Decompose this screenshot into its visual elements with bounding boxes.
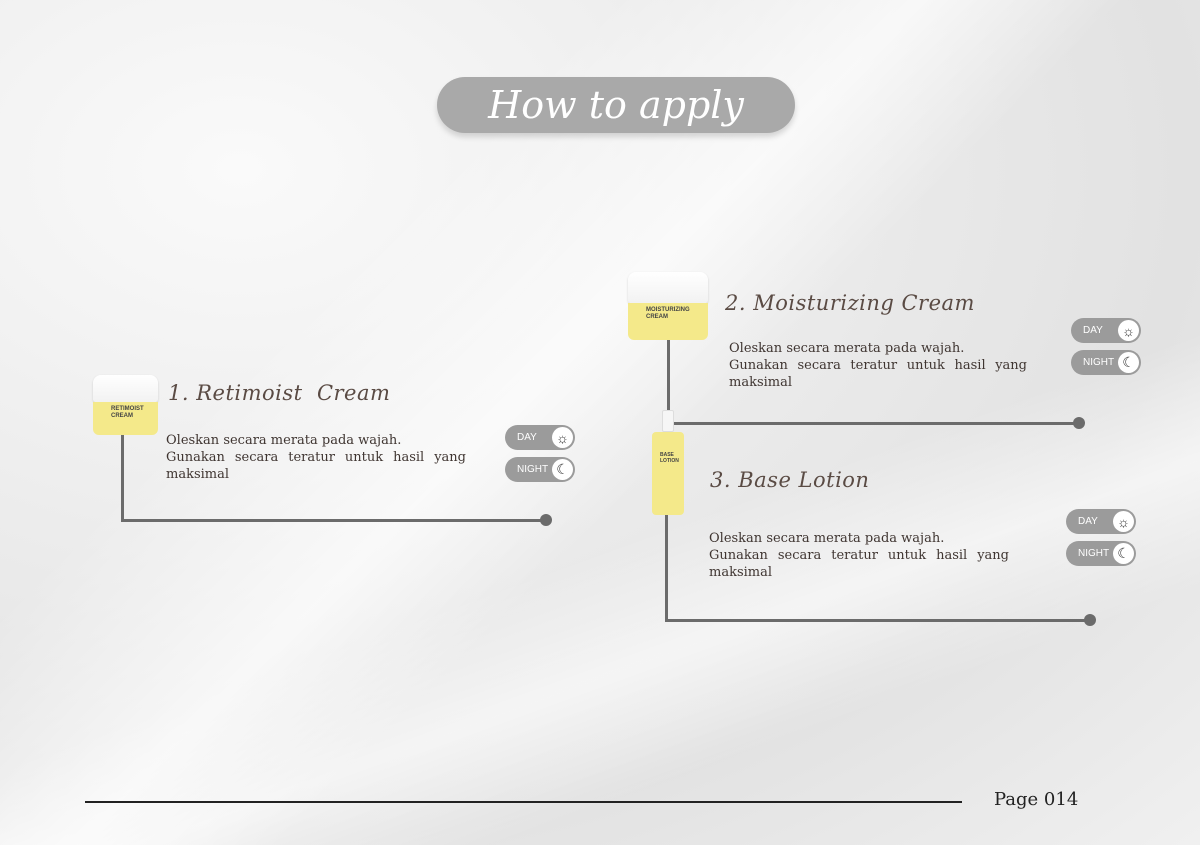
day-toggle[interactable]: DAY☼ bbox=[505, 425, 575, 450]
step-2-title: 2. Moisturizing Cream bbox=[725, 291, 975, 315]
step-3-description: Oleskan secara merata pada wajah.Gunakan… bbox=[709, 531, 1009, 580]
moon-icon: ☾ bbox=[552, 459, 573, 480]
footer-divider bbox=[85, 801, 962, 803]
page-number: Page 014 bbox=[994, 789, 1079, 810]
day-toggle[interactable]: DAY☼ bbox=[1071, 318, 1141, 343]
sun-icon: ☼ bbox=[1118, 320, 1139, 341]
night-toggle[interactable]: NIGHT☾ bbox=[1066, 541, 1136, 566]
step-1-description: Oleskan secara merata pada wajah.Gunakan… bbox=[166, 433, 466, 482]
step-3-title: 3. Base Lotion bbox=[710, 468, 870, 492]
moon-icon: ☾ bbox=[1113, 543, 1134, 564]
day-toggle[interactable]: DAY☼ bbox=[1066, 509, 1136, 534]
step-2-description: Oleskan secara merata pada wajah.Gunakan… bbox=[729, 341, 1027, 390]
sun-icon: ☼ bbox=[552, 427, 573, 448]
sun-icon: ☼ bbox=[1113, 511, 1134, 532]
page-title: How to apply bbox=[437, 77, 795, 133]
night-toggle[interactable]: NIGHT☾ bbox=[505, 457, 575, 482]
connector-dot bbox=[540, 514, 552, 526]
night-toggle[interactable]: NIGHT☾ bbox=[1071, 350, 1141, 375]
moon-icon: ☾ bbox=[1118, 352, 1139, 373]
step-1-title: 1. Retimoist Cream bbox=[168, 381, 391, 405]
connector-dot bbox=[1073, 417, 1085, 429]
connector-dot bbox=[1084, 614, 1096, 626]
